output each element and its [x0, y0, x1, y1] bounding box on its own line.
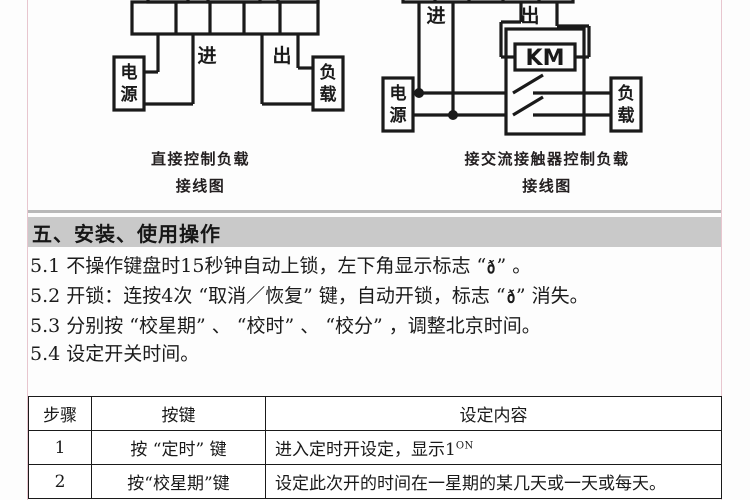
label-out: 出: [272, 44, 291, 67]
settings-steps-table: 步骤 按键 设定内容 1 按 “定时” 键 进入定时开设定，显示1ON 2 按“…: [28, 396, 722, 499]
ac-contactor-wiring-diagram: 进 出 KM 电 源 负 载 接交流接触器控制负载 接线图: [373, 0, 721, 207]
cell-step: 2: [28, 464, 92, 499]
label-out: 出: [520, 4, 539, 27]
diagram-caption-line1: 接交流接触器控制负载: [464, 150, 630, 168]
wiring-diagrams-area: 进 出 电 源 负 载 直接控制负载 接线图: [28, 0, 721, 207]
paragraph-number: 5.3: [30, 315, 61, 337]
label-power-line2: 源: [390, 105, 407, 126]
cell-desc-superscript: ON: [455, 440, 474, 452]
table-header-row: 步骤 按键 设定内容: [28, 396, 722, 431]
diagram-caption-line2: 接线图: [522, 177, 572, 195]
paragraph-5-4: 5.4 设定开关时间。: [30, 340, 720, 368]
cell-desc-main: 进入定时开设定，显示1: [275, 440, 456, 460]
cell-key: 按“校星期”键: [91, 464, 266, 499]
direct-load-diagram-svg: 进 出 电 源 负 载: [112, 0, 345, 112]
section-heading-title: 五、安装、使用操作: [32, 221, 221, 246]
page-margin-rule-right: [721, 0, 722, 500]
label-load-line2: 载: [618, 105, 635, 126]
label-in: 进: [197, 45, 216, 67]
paragraph-text-after: ” 消失。: [515, 285, 589, 307]
label-power-line1: 电: [390, 83, 407, 104]
cell-desc-main: 设定此次开的时间在一星期的某几天或一天或每天。: [275, 474, 666, 494]
paragraph-5-3: 5.3 分别按 “校星期” 、 “校时” 、 “校分” ，调整北京时间。: [30, 312, 720, 340]
paragraph-5-1: 5.1 不操作键盘时15秒钟自动上锁，左下角显示标志 “ð” 。: [30, 252, 720, 282]
diagram-caption-line1: 直接控制负载: [150, 150, 250, 168]
label-in: 进: [426, 5, 445, 27]
section-heading-bar: 五、安装、使用操作: [28, 217, 721, 247]
direct-load-wiring-diagram: 进 出 电 源 负 载 直接控制负载 接线图: [28, 0, 373, 207]
cell-desc: 设定此次开的时间在一星期的某几天或一天或每天。: [265, 464, 722, 499]
ac-contactor-diagram-svg: 进 出 KM 电 源 负 载: [381, 0, 643, 136]
cell-desc: 进入定时开设定，显示1ON: [265, 430, 722, 465]
paragraph-text-before: 不操作键盘时15秒钟自动上锁，左下角显示标志 “: [66, 255, 487, 277]
instructions-body: 5.1 不操作键盘时15秒钟自动上锁，左下角显示标志 “ð” 。 5.2 开锁：…: [30, 252, 720, 368]
lock-symbol-glyph: ð: [486, 257, 496, 279]
label-load-line1: 负: [320, 62, 337, 83]
table-row: 2 按“校星期”键 设定此次开的时间在一星期的某几天或一天或每天。: [28, 464, 722, 499]
column-header-desc: 设定内容: [265, 396, 722, 431]
table-row: 1 按 “定时” 键 进入定时开设定，显示1ON: [28, 430, 722, 465]
page-margin-rule-left: [27, 0, 28, 500]
paragraph-text: 设定开关时间。: [66, 343, 200, 365]
section-divider-rule: [28, 210, 721, 213]
label-contactor-km: KM: [526, 46, 565, 71]
paragraph-5-2: 5.2 开锁：连按4次 “取消／恢复” 键，自动开锁，标志 “ð” 消失。: [30, 282, 720, 312]
paragraph-text-before: 开锁：连按4次 “取消／恢复” 键，自动开锁，标志 “: [66, 285, 506, 307]
lock-symbol-glyph: ð: [506, 287, 516, 309]
column-header-key: 按键: [91, 396, 266, 431]
cell-step: 1: [28, 430, 92, 465]
cell-key: 按 “定时” 键: [91, 430, 266, 465]
junction-dots: [414, 88, 458, 120]
diagram-caption-line2: 接线图: [175, 177, 226, 195]
label-power-line2: 源: [121, 84, 138, 105]
paragraph-number: 5.1: [30, 255, 61, 277]
paragraph-text-after: ” 。: [496, 255, 532, 277]
column-header-step: 步骤: [28, 396, 92, 431]
label-load-line2: 载: [320, 84, 337, 105]
paragraph-text: 分别按 “校星期” 、 “校时” 、 “校分” ，调整北京时间。: [66, 315, 541, 337]
label-load-line1: 负: [618, 83, 635, 104]
label-power-line1: 电: [121, 62, 138, 83]
paragraph-number: 5.2: [30, 285, 61, 307]
paragraph-number: 5.4: [30, 343, 61, 365]
